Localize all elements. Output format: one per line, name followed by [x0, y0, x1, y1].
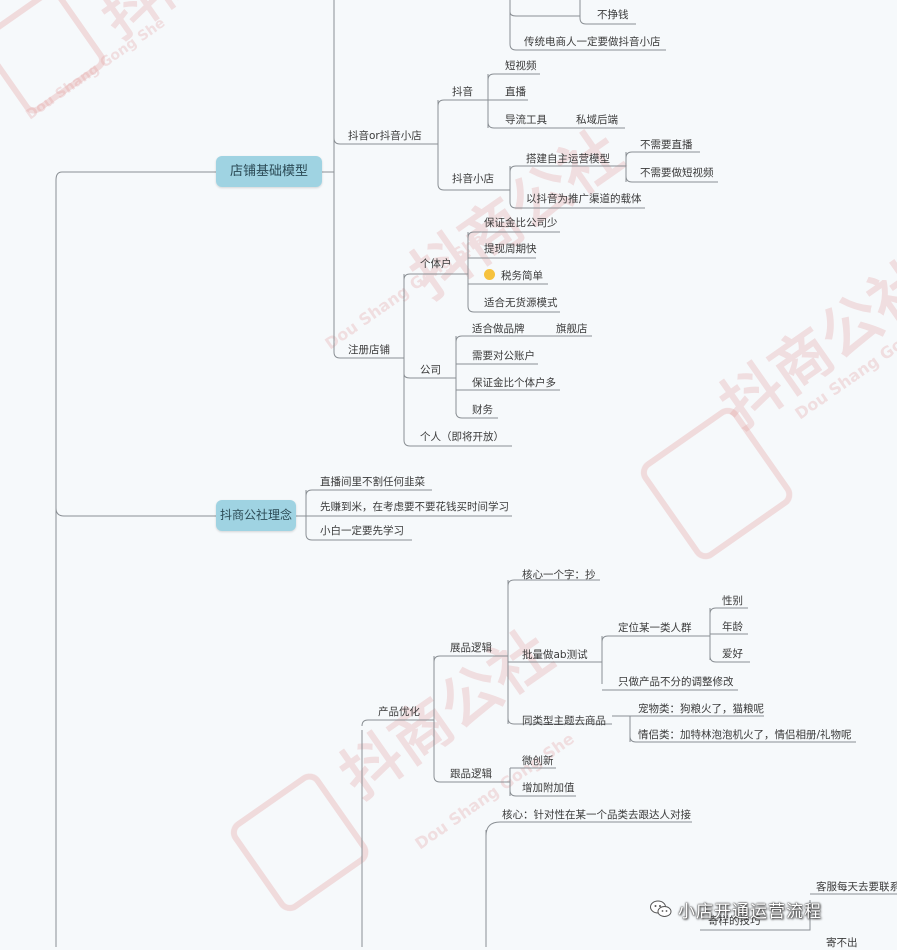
topic-store-basic-model[interactable]: 店铺基础模型 [216, 156, 322, 187]
branch-target-group: 定位某一类人群 [618, 622, 692, 634]
branch-selection-logic: 展品逻辑 [450, 642, 492, 654]
branch-age: 年龄 [722, 621, 743, 633]
branch-douyin-or-store: 抖音or抖音小店 [348, 130, 422, 142]
branch-company: 公司 [420, 364, 441, 376]
branch-personal: 个人（即将开放） [420, 431, 504, 443]
branch-couple: 情侣类：加特林泡泡机火了，情侣相册/礼物呢 [638, 729, 852, 741]
branch-register-store: 注册店铺 [348, 344, 390, 356]
wechat-icon [650, 900, 672, 918]
branch-douyin-store: 抖音小店 [452, 173, 494, 185]
watermark-text: 抖商公社 [398, 117, 635, 312]
branch-no-split: 只做产品不分的调整修改 [618, 676, 734, 688]
branch-follow-logic: 跟品逻辑 [450, 768, 492, 780]
watermark-subtext: Dou Shang Gong She [321, 229, 487, 353]
branch-promotion-carrier: 以抖音为推广渠道的载体 [526, 193, 642, 205]
branch-no-scam: 直播间里不割任何韭菜 [320, 476, 425, 488]
watermark-seal [0, 0, 106, 114]
branch-ab-test: 批量做ab测试 [522, 649, 588, 661]
branch-partial: 寄不出 [826, 937, 858, 949]
branch-micro-innovation: 微创新 [522, 755, 554, 767]
branch-short-video: 短视频 [505, 60, 537, 72]
watermark-text: 抖商公社 [91, 0, 304, 51]
branch-traffic-tool: 导流工具 [505, 114, 547, 126]
watermark-seal [640, 407, 793, 560]
branch-finance: 财务 [472, 404, 493, 416]
branch-no-short-video: 不需要做短视频 [640, 167, 714, 179]
branch-gender: 性别 [722, 595, 743, 607]
branch-withdraw-fast: 提现周期快 [484, 243, 537, 255]
branch-deposit-less: 保证金比公司少 [484, 217, 558, 229]
branch-core-copy: 核心一个字：抄 [522, 569, 596, 581]
channel-watermark: 小店开通运营流程 [650, 893, 897, 925]
watermark-text: 抖商公社 [708, 247, 897, 442]
branch-douyin: 抖音 [452, 86, 473, 98]
branch-individual: 个体户 [420, 258, 452, 270]
branch-earn-first: 先赚到米，在考虑要不要花钱买时间学习 [320, 501, 509, 513]
branch-brand: 适合做品牌 [472, 323, 525, 335]
channel-name: 小店开通运营流程 [678, 901, 822, 922]
branch-flagship: 旗舰店 [556, 323, 588, 335]
branch-add-value: 增加附加值 [522, 782, 575, 794]
watermark-subtext: Dou Shang Gong She [791, 299, 897, 423]
branch-same-theme: 同类型主题去商品 [522, 715, 606, 727]
branch-tax-simple-text: 税务简单 [501, 270, 543, 282]
branch-self-operate-model: 搭建自主运营模型 [526, 153, 610, 165]
branch-live: 直播 [505, 86, 526, 98]
branch-service-daily: 客服每天去要联系 [816, 881, 897, 893]
branch-pet: 宠物类：狗粮火了，猫粮呢 [638, 703, 764, 715]
branch-no-stock: 适合无货源模式 [484, 297, 558, 309]
branch-no-profit: 不挣钱 [597, 9, 629, 21]
branch-public-account: 需要对公账户 [472, 350, 535, 362]
topic-philosophy[interactable]: 抖商公社理念 [216, 500, 296, 531]
branch-sample-tips: 寄样的技巧 [708, 915, 761, 927]
branch-deposit-more: 保证金比个体户多 [472, 377, 556, 389]
branch-core-target: 核心：针对性在某一个品类去跟达人对接 [502, 809, 691, 821]
branch-product-optimize: 产品优化 [378, 706, 420, 718]
watermark-seal [230, 773, 369, 911]
smile-emoji-icon [484, 269, 495, 280]
branch-traditional-merchants: 传统电商人一定要做抖音小店 [524, 36, 661, 48]
branch-no-live: 不需要直播 [640, 139, 693, 151]
watermark-subtext: Dou Shang Gong She [23, 15, 168, 123]
branch-tax-simple: 税务简单 [484, 269, 543, 283]
branch-private-domain: 私域后端 [576, 114, 618, 126]
branch-hobby: 爱好 [722, 648, 743, 660]
branch-learn-first: 小白一定要先学习 [320, 525, 404, 537]
